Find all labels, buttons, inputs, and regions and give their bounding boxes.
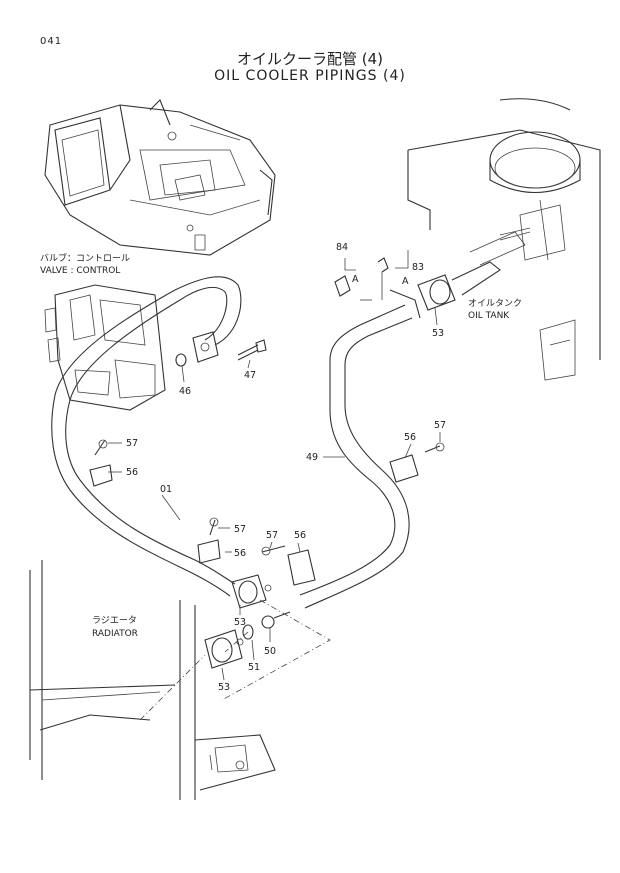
view-a-label-2: A	[402, 276, 409, 287]
leader-lines	[108, 250, 441, 681]
page-title: OIL COOLER PIPINGS (4)	[214, 68, 406, 84]
bolt-47	[237, 339, 267, 361]
part-number-83: 83	[412, 262, 424, 273]
valve-control-label-jp: バルブ：コントロール	[40, 252, 130, 264]
pipe-01	[51, 276, 242, 597]
clamp-56-middle	[197, 517, 221, 564]
view-a-label: A	[352, 274, 359, 285]
machine-overview-illustration	[44, 99, 276, 256]
part-number-56-pipe49: 56	[404, 432, 416, 443]
clamp-56-upper	[89, 439, 113, 487]
part-number-56-middle: 56	[234, 548, 246, 559]
part-number-84: 84	[336, 242, 348, 253]
flange-fitting-46	[175, 331, 219, 367]
radiator-label-jp: ラジエータ	[92, 615, 137, 626]
part-number-56-right: 56	[294, 530, 306, 541]
part-number-53-lower: 53	[218, 682, 230, 693]
oil-tank-label-jp: オイルタンク	[468, 298, 522, 309]
part-number-51: 51	[248, 662, 260, 673]
control-valve-illustration	[44, 284, 166, 411]
oil-tank-illustration	[407, 98, 601, 381]
radiator-label: RADIATOR	[92, 629, 138, 639]
part-number-50: 50	[264, 646, 276, 657]
part-number-57-pipe49: 57	[434, 420, 446, 431]
clamp-56-pipe49	[389, 442, 445, 483]
part-number-53-tank: 53	[432, 328, 444, 339]
hose-clamp-53-middle	[231, 574, 272, 609]
assembly-lines	[139, 599, 331, 721]
valve-control-label: VALVE : CONTROL	[40, 266, 120, 276]
part-number-01: 01	[160, 484, 172, 495]
radiator-illustration	[29, 560, 276, 800]
part-number-47: 47	[244, 370, 256, 381]
part-number-56-upper: 56	[126, 467, 138, 478]
hose-clamp-53-lower	[204, 629, 244, 669]
plug-50	[261, 611, 291, 629]
part-number-53-middle: 53	[234, 617, 246, 628]
part-number-46: 46	[179, 386, 191, 397]
pipe-49	[299, 289, 421, 609]
detail-view-a	[334, 257, 389, 301]
clamp-56-right	[261, 545, 316, 586]
part-number-57-middle: 57	[234, 524, 246, 535]
washer-51	[242, 624, 254, 640]
oil-tank-label: OIL TANK	[468, 311, 510, 321]
part-number-49: 49	[306, 452, 318, 463]
part-number-57-upper: 57	[126, 438, 138, 449]
part-number-57-right: 57	[266, 530, 278, 541]
page-title-japanese: オイルクーラ配管 (4)	[236, 50, 384, 68]
hose-clamp-53-tank	[417, 227, 531, 311]
page-number: 041	[40, 36, 63, 47]
